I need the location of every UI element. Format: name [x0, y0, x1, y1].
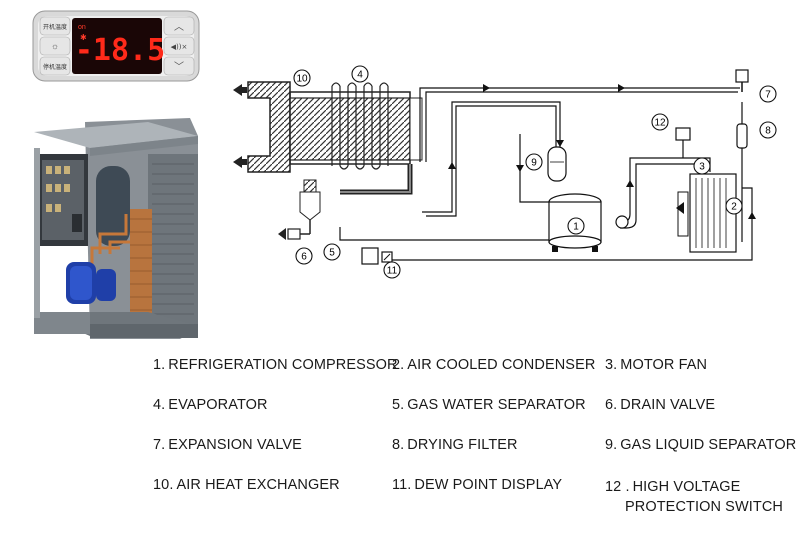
- legend-label: GAS WATER SEPARATOR: [407, 397, 586, 413]
- legend-number: 3.: [605, 357, 618, 373]
- start-temp-label: 开机温度: [43, 23, 67, 31]
- legend-label: DEW POINT DISPLAY: [414, 477, 563, 493]
- temperature-readout: -18.5: [75, 33, 165, 68]
- legend-item-6: 6.DRAIN VALVE: [605, 397, 715, 413]
- gas-liquid-separator: [547, 146, 567, 182]
- svg-text:12: 12: [654, 118, 666, 129]
- callout-marker-8: 8: [759, 121, 777, 139]
- legend-number: 8.: [392, 437, 405, 453]
- legend-item-11: 11.DEW POINT DISPLAY: [392, 477, 562, 493]
- gas-water-separator: [299, 179, 321, 221]
- evaporator: [289, 82, 423, 195]
- status-on-label: on: [78, 24, 86, 31]
- motor-fan: [676, 191, 689, 237]
- svg-text:3: 3: [699, 162, 705, 173]
- legend-number: 9.: [605, 437, 618, 453]
- legend-item-10: 10.AIR HEAT EXCHANGER: [153, 477, 340, 493]
- legend-number: 4.: [153, 397, 166, 413]
- legend-label: DRYING FILTER: [407, 437, 518, 453]
- svg-text:11: 11: [387, 266, 398, 277]
- callout-marker-7: 7: [759, 85, 777, 103]
- legend-label: GAS LIQUID SEPARATOR: [620, 437, 797, 453]
- callout-marker-11: 11: [383, 261, 401, 279]
- down-button[interactable]: ﹀: [163, 56, 195, 76]
- air-heat-exchanger: [247, 81, 411, 173]
- legend-item-9: 9.GAS LIQUID SEPARATOR: [605, 437, 796, 453]
- legend-label: DRAIN VALVE: [620, 397, 716, 413]
- legend-item-2: 2.AIR COOLED CONDENSER: [392, 357, 595, 373]
- mute-button[interactable]: ◀))×: [163, 36, 195, 56]
- callout-marker-2: 2: [725, 197, 743, 215]
- stop-temp-button[interactable]: 停机温度: [39, 56, 71, 76]
- legend-item-1: 1.REFRIGERATION COMPRESSOR: [153, 357, 398, 373]
- temperature-controller-panel: 开机温度 ☼ 停机温度 on ✱ -18.5 ︿ ◀))× ﹀: [32, 10, 200, 82]
- svg-text:10: 10: [296, 74, 308, 85]
- legend-item-8: 8.DRYING FILTER: [392, 437, 518, 453]
- callout-marker-5: 5: [323, 243, 341, 261]
- expansion-valve: [735, 69, 749, 92]
- legend-number: 1.: [153, 357, 166, 373]
- legend-item-3: 3.MOTOR FAN: [605, 357, 707, 373]
- chevron-up-icon: ︿: [174, 22, 184, 33]
- legend-number: 11.: [392, 477, 412, 493]
- legend-number: 5.: [392, 397, 405, 413]
- drain-valve: [278, 220, 311, 240]
- svg-text:5: 5: [329, 248, 335, 259]
- legend-number: 7.: [153, 437, 166, 453]
- legend-label: HIGH VOLTAGE: [632, 479, 741, 495]
- mute-icon: ◀))×: [171, 43, 188, 51]
- legend-label: MOTOR FAN: [620, 357, 708, 373]
- legend-item-12: 12 .HIGH VOLTAGE PROTECTION SWITCH: [605, 477, 795, 517]
- air-cooled-condenser: [689, 173, 737, 253]
- legend-item-7: 7.EXPANSION VALVE: [153, 437, 302, 453]
- dew-point-display: [361, 247, 393, 265]
- legend-label: EVAPORATOR: [168, 397, 268, 413]
- callout-marker-12: 12: [651, 113, 669, 131]
- legend-label: EXPANSION VALVE: [168, 437, 302, 453]
- air-inlet-arrow: [233, 156, 247, 168]
- drying-filter: [736, 123, 748, 149]
- callout-marker-3: 3: [693, 157, 711, 175]
- legend-number: 12 .: [605, 479, 630, 495]
- callout-marker-10: 10: [293, 69, 311, 87]
- legend-item-4: 4.EVAPORATOR: [153, 397, 268, 413]
- legend-item-5: 5.GAS WATER SEPARATOR: [392, 397, 586, 413]
- refrigerated-dryer-unit-illustration: [34, 118, 198, 339]
- start-temp-button[interactable]: 开机温度: [39, 16, 71, 36]
- legend-label: REFRIGERATION COMPRESSOR: [168, 357, 398, 373]
- legend-number: 6.: [605, 397, 618, 413]
- legend-label: AIR HEAT EXCHANGER: [176, 477, 340, 493]
- up-button[interactable]: ︿: [163, 16, 195, 36]
- svg-text:6: 6: [301, 252, 307, 263]
- chevron-down-icon: ﹀: [174, 61, 184, 73]
- stop-temp-label: 停机温度: [43, 63, 67, 71]
- svg-text:8: 8: [765, 126, 771, 137]
- svg-text:4: 4: [357, 70, 363, 81]
- air-outlet-arrow: [233, 84, 247, 96]
- light-button[interactable]: ☼: [39, 36, 71, 56]
- legend-label: AIR COOLED CONDENSER: [407, 357, 596, 373]
- legend-label-line2: PROTECTION SWITCH: [625, 499, 783, 515]
- light-icon: ☼: [51, 41, 59, 51]
- callout-marker-9: 9: [525, 153, 543, 171]
- snowflake-icon: ✱: [80, 33, 87, 42]
- svg-text:1: 1: [573, 222, 579, 233]
- callout-marker-6: 6: [295, 247, 313, 265]
- refrigeration-compressor: [548, 193, 629, 252]
- legend-number: 2.: [392, 357, 405, 373]
- svg-text:2: 2: [731, 202, 737, 213]
- display-screen: [72, 18, 162, 74]
- callout-marker-1: 1: [567, 217, 585, 235]
- callout-marker-4: 4: [351, 65, 369, 83]
- svg-text:9: 9: [531, 158, 537, 169]
- legend-number: 10.: [153, 477, 174, 493]
- svg-text:7: 7: [765, 90, 771, 101]
- high-voltage-protection-switch: [675, 127, 691, 158]
